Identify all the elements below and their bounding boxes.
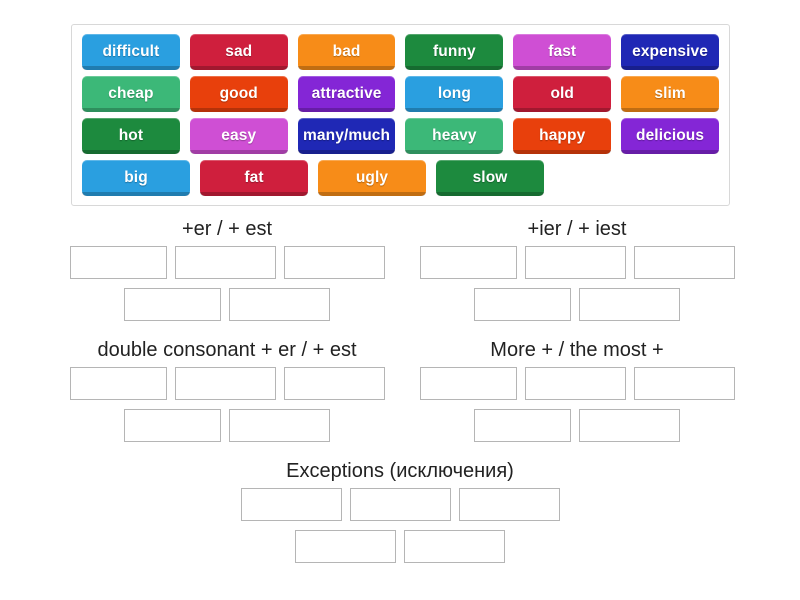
word-tile[interactable]: cheap — [82, 76, 180, 112]
drop-slot[interactable] — [283, 367, 385, 400]
word-tile-label: ugly — [355, 169, 389, 186]
category-title-double-consonant: double consonant + er / + est — [97, 339, 357, 361]
dropzone-double-consonant[interactable] — [62, 367, 392, 451]
word-tile-label: difficult — [102, 43, 160, 60]
word-tile[interactable]: many/much — [297, 118, 396, 154]
word-tile[interactable]: expensive — [621, 34, 719, 70]
dropzone-er-est[interactable] — [62, 246, 392, 330]
word-bank-row: cheap good attractive long old slim — [77, 73, 724, 115]
word-bank-row: hot easy many/much heavy happy delicious — [77, 115, 724, 157]
word-bank-row: big fat ugly slow — [77, 157, 724, 199]
word-tile[interactable]: sad — [189, 34, 288, 70]
word-tile[interactable]: bad — [297, 34, 396, 70]
drop-slot[interactable] — [458, 488, 560, 521]
drop-slot[interactable] — [69, 367, 167, 400]
drop-slot[interactable] — [229, 409, 330, 442]
category-title-ier-iest: +ier / + iest — [527, 218, 627, 240]
dropzone-more-most[interactable] — [412, 367, 742, 451]
word-tile-label: slow — [472, 169, 508, 186]
drop-slot[interactable] — [419, 246, 517, 279]
word-tile-label: happy — [539, 127, 586, 144]
word-tile-label: easy — [221, 127, 257, 144]
drop-slot[interactable] — [229, 288, 330, 321]
word-tile[interactable]: funny — [405, 34, 504, 70]
word-tile-label: many/much — [303, 127, 391, 144]
word-tile-label: slim — [654, 85, 686, 102]
word-bank: difficult sad bad funny fast expensive cheap go… — [71, 24, 730, 206]
drop-slot[interactable] — [404, 530, 505, 563]
drop-slot[interactable] — [174, 367, 276, 400]
word-tile-label: good — [219, 85, 258, 102]
word-tile-label: fast — [548, 43, 577, 60]
word-tile[interactable]: happy — [513, 118, 612, 154]
word-tile[interactable]: hot — [82, 118, 180, 154]
word-tile-label: sad — [225, 43, 253, 60]
word-tile[interactable]: slim — [621, 76, 719, 112]
word-tile[interactable]: delicious — [621, 118, 719, 154]
word-tile[interactable]: easy — [189, 118, 288, 154]
word-tile-label: attractive — [311, 85, 382, 102]
drop-slot[interactable] — [124, 288, 221, 321]
drop-slot[interactable] — [240, 488, 342, 521]
word-tile[interactable]: slow — [436, 160, 544, 196]
drop-slot[interactable] — [174, 246, 276, 279]
drop-slot[interactable] — [69, 246, 167, 279]
drop-slot[interactable] — [633, 367, 735, 400]
word-tile-label: funny — [433, 43, 476, 60]
category-title-er-est: +er / + est — [181, 218, 273, 240]
word-tile-label: long — [437, 85, 471, 102]
word-tile[interactable]: attractive — [297, 76, 396, 112]
word-bank-row: difficult sad bad funny fast expensive — [77, 31, 724, 73]
word-tile[interactable]: big — [82, 160, 190, 196]
drop-slot[interactable] — [579, 288, 680, 321]
word-tile-label: hot — [118, 127, 144, 144]
word-tile-label: cheap — [108, 85, 154, 102]
category-title-more-most: More + / the most + — [490, 339, 664, 361]
word-tile[interactable]: fat — [200, 160, 308, 196]
drop-slot[interactable] — [295, 530, 396, 563]
word-tile[interactable]: difficult — [82, 34, 180, 70]
drop-slot[interactable] — [633, 246, 735, 279]
word-tile-label: fat — [244, 169, 264, 186]
word-tile-label: delicious — [636, 127, 705, 144]
dropzone-ier-iest[interactable] — [412, 246, 742, 330]
word-tile-label: old — [550, 85, 574, 102]
word-tile-label: expensive — [632, 43, 708, 60]
drop-slot[interactable] — [524, 246, 626, 279]
word-tile[interactable]: fast — [513, 34, 612, 70]
word-tile[interactable]: good — [189, 76, 288, 112]
word-tile[interactable]: long — [405, 76, 504, 112]
drop-slot[interactable] — [349, 488, 451, 521]
drop-slot[interactable] — [474, 288, 571, 321]
word-tile-label: heavy — [432, 127, 477, 144]
drop-slot[interactable] — [524, 367, 626, 400]
word-tile-label: bad — [332, 43, 361, 60]
drop-slot[interactable] — [579, 409, 680, 442]
category-title-exceptions: Exceptions (исключения) — [286, 460, 514, 482]
word-tile-label: big — [124, 169, 148, 186]
word-tile[interactable]: heavy — [405, 118, 504, 154]
word-tile[interactable]: ugly — [318, 160, 426, 196]
drop-slot[interactable] — [474, 409, 571, 442]
dropzone-exceptions[interactable] — [235, 488, 565, 572]
drop-slot[interactable] — [419, 367, 517, 400]
drop-slot[interactable] — [283, 246, 385, 279]
word-tile[interactable]: old — [513, 76, 612, 112]
drop-slot[interactable] — [124, 409, 221, 442]
